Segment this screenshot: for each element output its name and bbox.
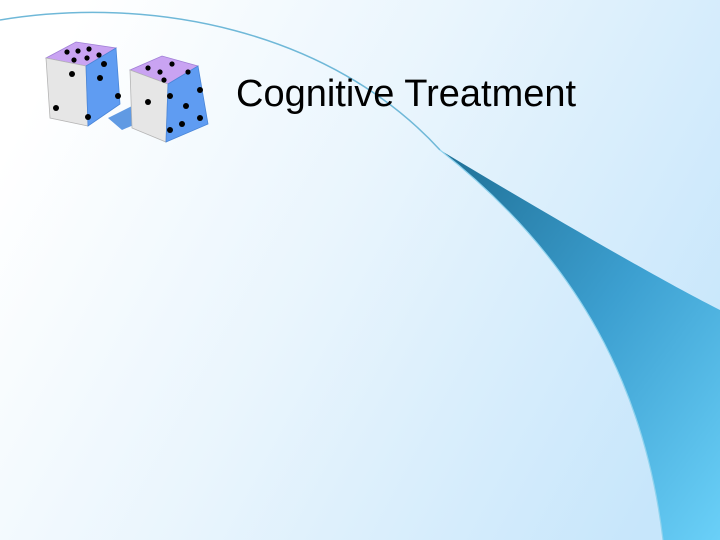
swoosh-edge-line: [439, 149, 664, 540]
dice-pair-icon: [44, 41, 209, 143]
die-right-icon: [128, 55, 209, 143]
die-left-icon: [44, 41, 150, 130]
top-arc-line: [0, 11, 441, 151]
die-pips: [145, 61, 203, 133]
die-pips: [53, 46, 121, 120]
swoosh-shape: [440, 150, 720, 540]
slide-title: Cognitive Treatment: [236, 73, 577, 115]
die-right-face: [85, 47, 121, 127]
die-left-face: [45, 57, 89, 127]
